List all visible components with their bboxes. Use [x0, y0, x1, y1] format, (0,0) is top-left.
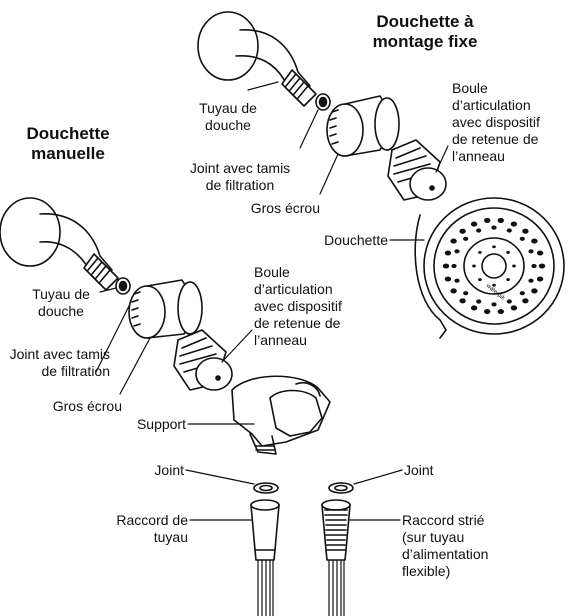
nozzle-dot	[531, 264, 536, 268]
nozzle-dot	[522, 229, 528, 234]
nozzle-dot	[498, 309, 504, 314]
nozzle-dot	[471, 305, 477, 310]
washer-left	[116, 278, 130, 294]
nozzle-dot	[443, 263, 449, 268]
label-bracket: Support	[120, 416, 186, 433]
nozzle-dot	[450, 288, 456, 293]
washer-top	[316, 94, 330, 110]
nozzle-dot	[463, 237, 468, 241]
nozzle-dot	[478, 278, 482, 281]
nozzle-dot	[539, 263, 545, 268]
nozzle-dot	[476, 228, 481, 232]
nozzle-dot	[476, 299, 481, 303]
nozzle-dot	[492, 245, 496, 248]
nozzle-dot	[491, 226, 496, 230]
nozzle-dot	[520, 291, 525, 295]
nut-top	[327, 96, 399, 156]
nozzle-dot	[472, 265, 476, 268]
nozzle-dot	[506, 251, 510, 254]
nozzle-dot	[528, 279, 533, 283]
label-fixed-nut: Gros écrou	[236, 200, 320, 217]
nozzle-dot	[491, 302, 496, 306]
gasket-right	[329, 483, 353, 493]
nozzle-dot	[511, 305, 517, 310]
nozzle-dot	[484, 309, 490, 314]
nut-left	[129, 280, 202, 338]
nozzle-dot	[512, 265, 516, 268]
shower-arm-left	[0, 198, 118, 290]
nozzle-dot	[537, 276, 543, 281]
label-gasket-left: Joint	[130, 462, 184, 479]
nozzle-dot	[454, 279, 459, 283]
nozzle-dot	[484, 218, 490, 223]
shower-arm-top	[198, 12, 316, 106]
nozzle-dot	[506, 278, 510, 281]
nozzle-dot	[520, 237, 525, 241]
label-showerhead: Douchette	[306, 232, 388, 249]
nozzle-dot	[445, 250, 451, 255]
nozzle-dot	[471, 222, 477, 227]
nozzle-dot	[522, 298, 528, 303]
nozzle-dot	[478, 251, 482, 254]
nozzle-dot	[537, 250, 543, 255]
nozzle-dot	[498, 218, 504, 223]
nozzle-dot	[454, 249, 459, 253]
nozzle-dot	[445, 276, 451, 281]
label-handheld-nut: Gros écrou	[40, 398, 122, 415]
nozzle-dot	[507, 299, 512, 303]
nozzle-dot	[531, 239, 537, 244]
nozzle-dot	[459, 298, 465, 303]
nozzle-dot	[463, 291, 468, 295]
nozzle-dot	[528, 249, 533, 253]
hose-connector	[251, 500, 279, 616]
nozzle-dot	[451, 264, 456, 268]
ribbed-connector	[322, 500, 350, 616]
nozzle-dot	[531, 288, 537, 293]
nozzle-dot	[459, 229, 465, 234]
label-gasket-right: Joint	[404, 462, 458, 479]
nozzle-dot	[507, 228, 512, 232]
nozzle-dot	[450, 239, 456, 244]
nozzle-dot	[511, 222, 517, 227]
bracket	[232, 376, 330, 454]
gasket-left	[254, 483, 278, 493]
